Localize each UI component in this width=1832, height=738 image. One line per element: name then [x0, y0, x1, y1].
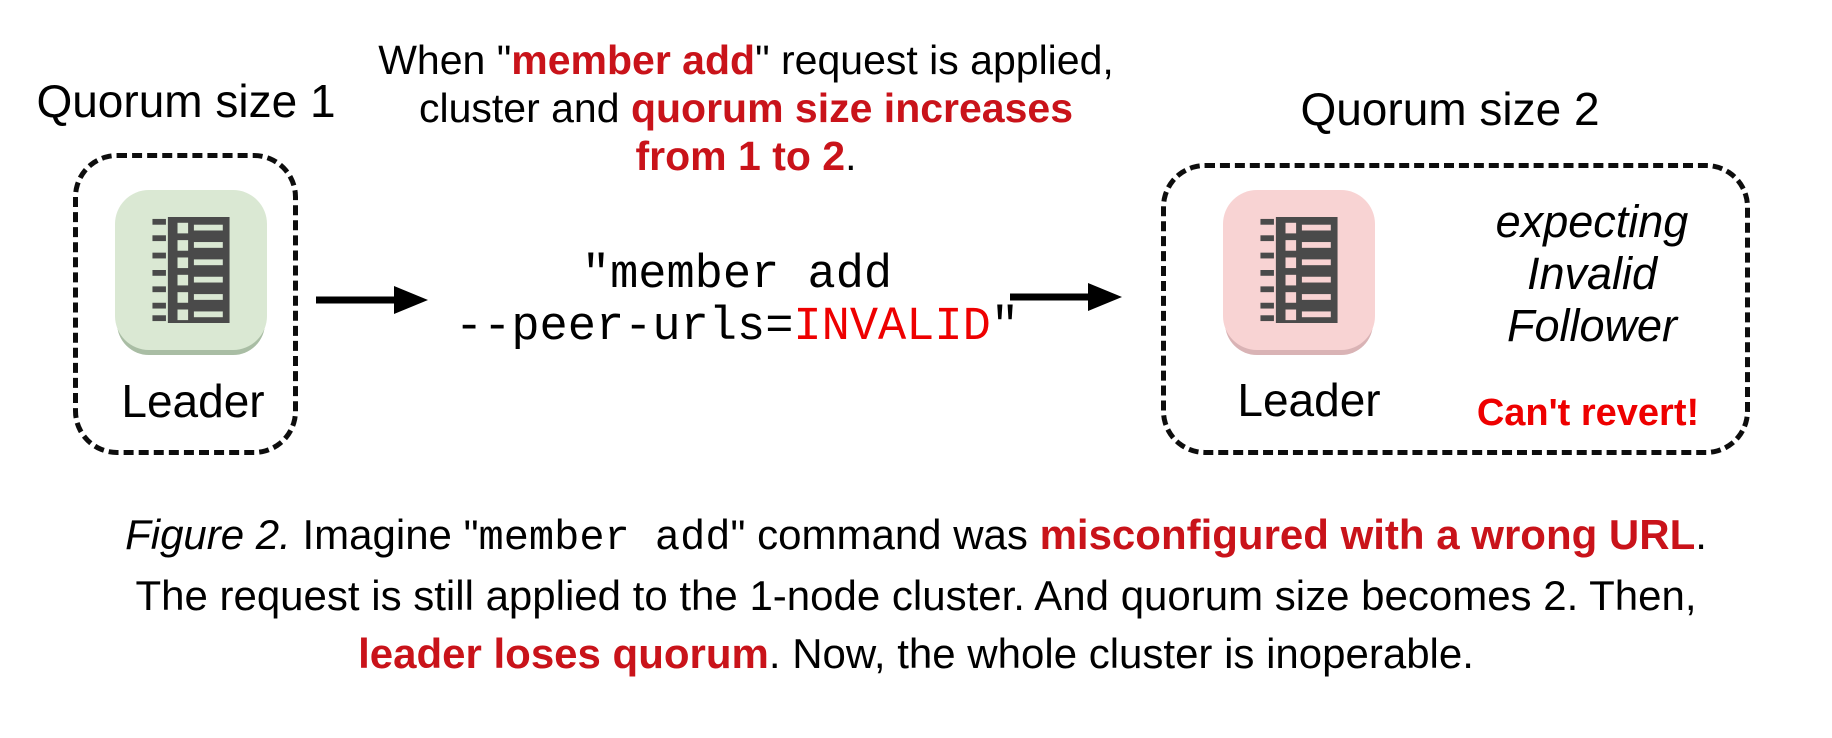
annotation-line: from 1 to 2.	[378, 132, 1114, 180]
text-segment: .	[845, 133, 857, 179]
caption-line: leader loses quorum. Now, the whole clus…	[0, 625, 1832, 683]
caption-line: The request is still applied to the 1-no…	[0, 567, 1832, 625]
arrow-right-icon	[1010, 283, 1122, 311]
text-segment: --peer-urls=	[454, 301, 794, 354]
text-segment: " command was	[730, 511, 1040, 558]
text-segment: Figure 2.	[125, 511, 291, 558]
etcd-member-icon	[152, 217, 230, 323]
command-line: --peer-urls=INVALID"	[455, 302, 1019, 354]
text-segment: .	[1695, 511, 1707, 558]
text-segment: " request is applied,	[755, 37, 1114, 83]
figure-caption: Figure 2. Imagine "member add" command w…	[0, 506, 1832, 683]
leader-1-label: Leader	[121, 375, 265, 427]
text-segment: leader loses quorum	[358, 630, 769, 677]
text-segment: "	[990, 301, 1020, 354]
expecting-invalid-follower-note: expecting Invalid Follower	[1496, 196, 1689, 352]
text-segment: The request is still applied to the 1-no…	[135, 572, 1697, 619]
text-segment: When "	[378, 37, 512, 83]
arrow-right-icon	[316, 286, 428, 314]
expectation-line: expecting	[1495, 196, 1689, 247]
quorum-2-box	[1161, 163, 1750, 455]
member-add-command: "member add --peer-urls=INVALID"	[455, 250, 1019, 354]
text-segment: "member add	[581, 249, 893, 302]
text-segment: from 1 to 2	[635, 133, 846, 179]
quorum-2-title: Quorum size 2	[1300, 83, 1600, 135]
quorum-1-box	[73, 153, 298, 455]
text-segment: member add	[478, 514, 731, 562]
text-segment: misconfigured with a wrong URL	[1039, 511, 1696, 558]
cant-revert-warning: Can't revert!	[1476, 392, 1700, 434]
leader-node-2	[1223, 190, 1375, 350]
expectation-line: Invalid	[1526, 248, 1658, 299]
member-add-annotation: When "member add" request is applied, cl…	[378, 36, 1114, 180]
leader-2-label: Leader	[1237, 374, 1381, 426]
annotation-line: When "member add" request is applied,	[378, 36, 1114, 84]
command-line: "member add	[455, 250, 1019, 302]
caption-line: Figure 2. Imagine "member add" command w…	[0, 506, 1832, 567]
etcd-member-icon	[1260, 217, 1338, 323]
text-segment: INVALID	[793, 301, 991, 354]
text-segment: quorum size increases	[630, 85, 1074, 131]
leader-node-1	[115, 190, 267, 350]
text-segment: member add	[511, 37, 756, 83]
text-segment: cluster and	[418, 85, 631, 131]
text-segment: . Now, the whole cluster is inoperable.	[768, 630, 1474, 677]
annotation-line: cluster and quorum size increases	[378, 84, 1114, 132]
expectation-line: Follower	[1506, 300, 1678, 351]
text-segment: Imagine "	[290, 511, 479, 558]
quorum-1-title: Quorum size 1	[36, 75, 336, 127]
